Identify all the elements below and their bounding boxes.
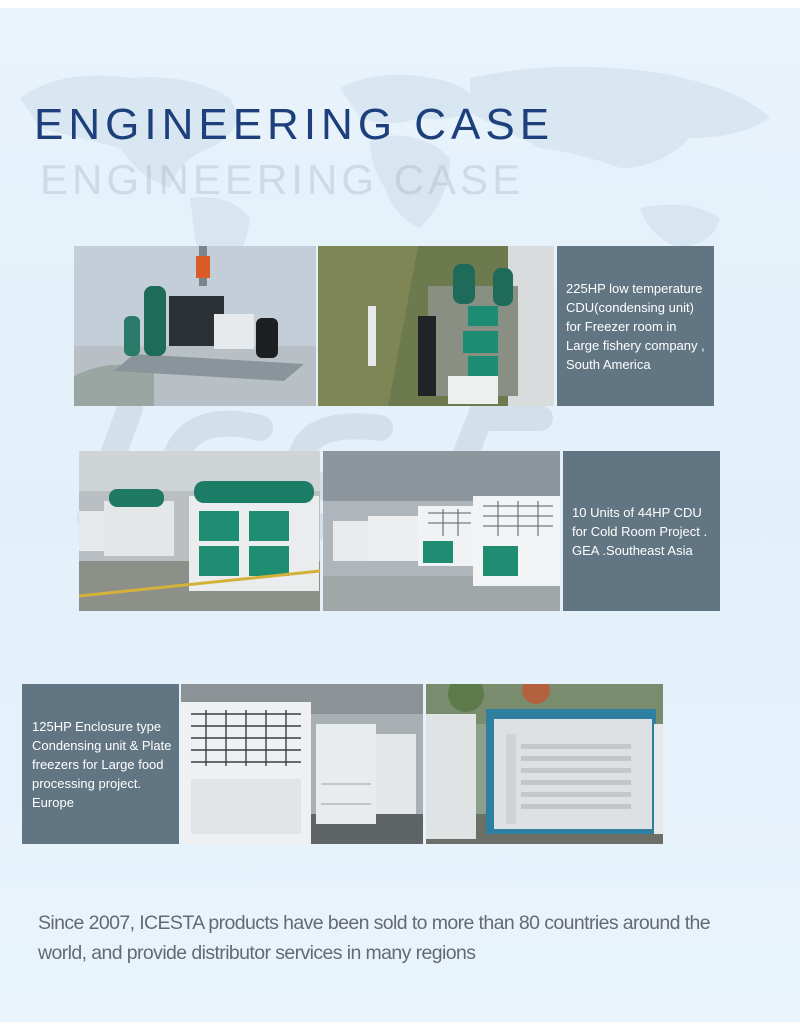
world-map-background (20, 66, 770, 283)
plate-freezer-container-photo (426, 684, 663, 844)
company-summary-text: Since 2007, ICESTA products have been so… (38, 912, 711, 964)
case-caption-3: 125HP Enclosure type Condensing unit & P… (22, 684, 179, 844)
case-caption-1: 225HP low temperature CDU(condensing uni… (557, 246, 714, 406)
enclosure-condensing-units-photo (181, 684, 423, 844)
content-panel: ENGINEERING CASE ENGINEERING CASE (0, 8, 800, 1022)
case-caption-3-text: 125HP Enclosure type Condensing unit & P… (32, 718, 172, 810)
condensing-unit-lifted-by-crane-photo (74, 246, 316, 406)
page-title: ENGINEERING CASE (34, 100, 555, 149)
cdu-units-in-factory-photo (79, 451, 320, 611)
case-caption-2-text: 10 Units of 44HP CDU for Cold Room Proje… (572, 504, 708, 558)
title-shadow: ENGINEERING CASE (40, 156, 525, 203)
case-caption-2: 10 Units of 44HP CDU for Cold Room Proje… (563, 451, 720, 611)
cdu-units-row-in-workshop-photo (323, 451, 560, 611)
case-caption-1-text: 225HP low temperature CDU(condensing uni… (566, 280, 705, 372)
condensing-unit-installed-outdoor-photo (318, 246, 554, 406)
